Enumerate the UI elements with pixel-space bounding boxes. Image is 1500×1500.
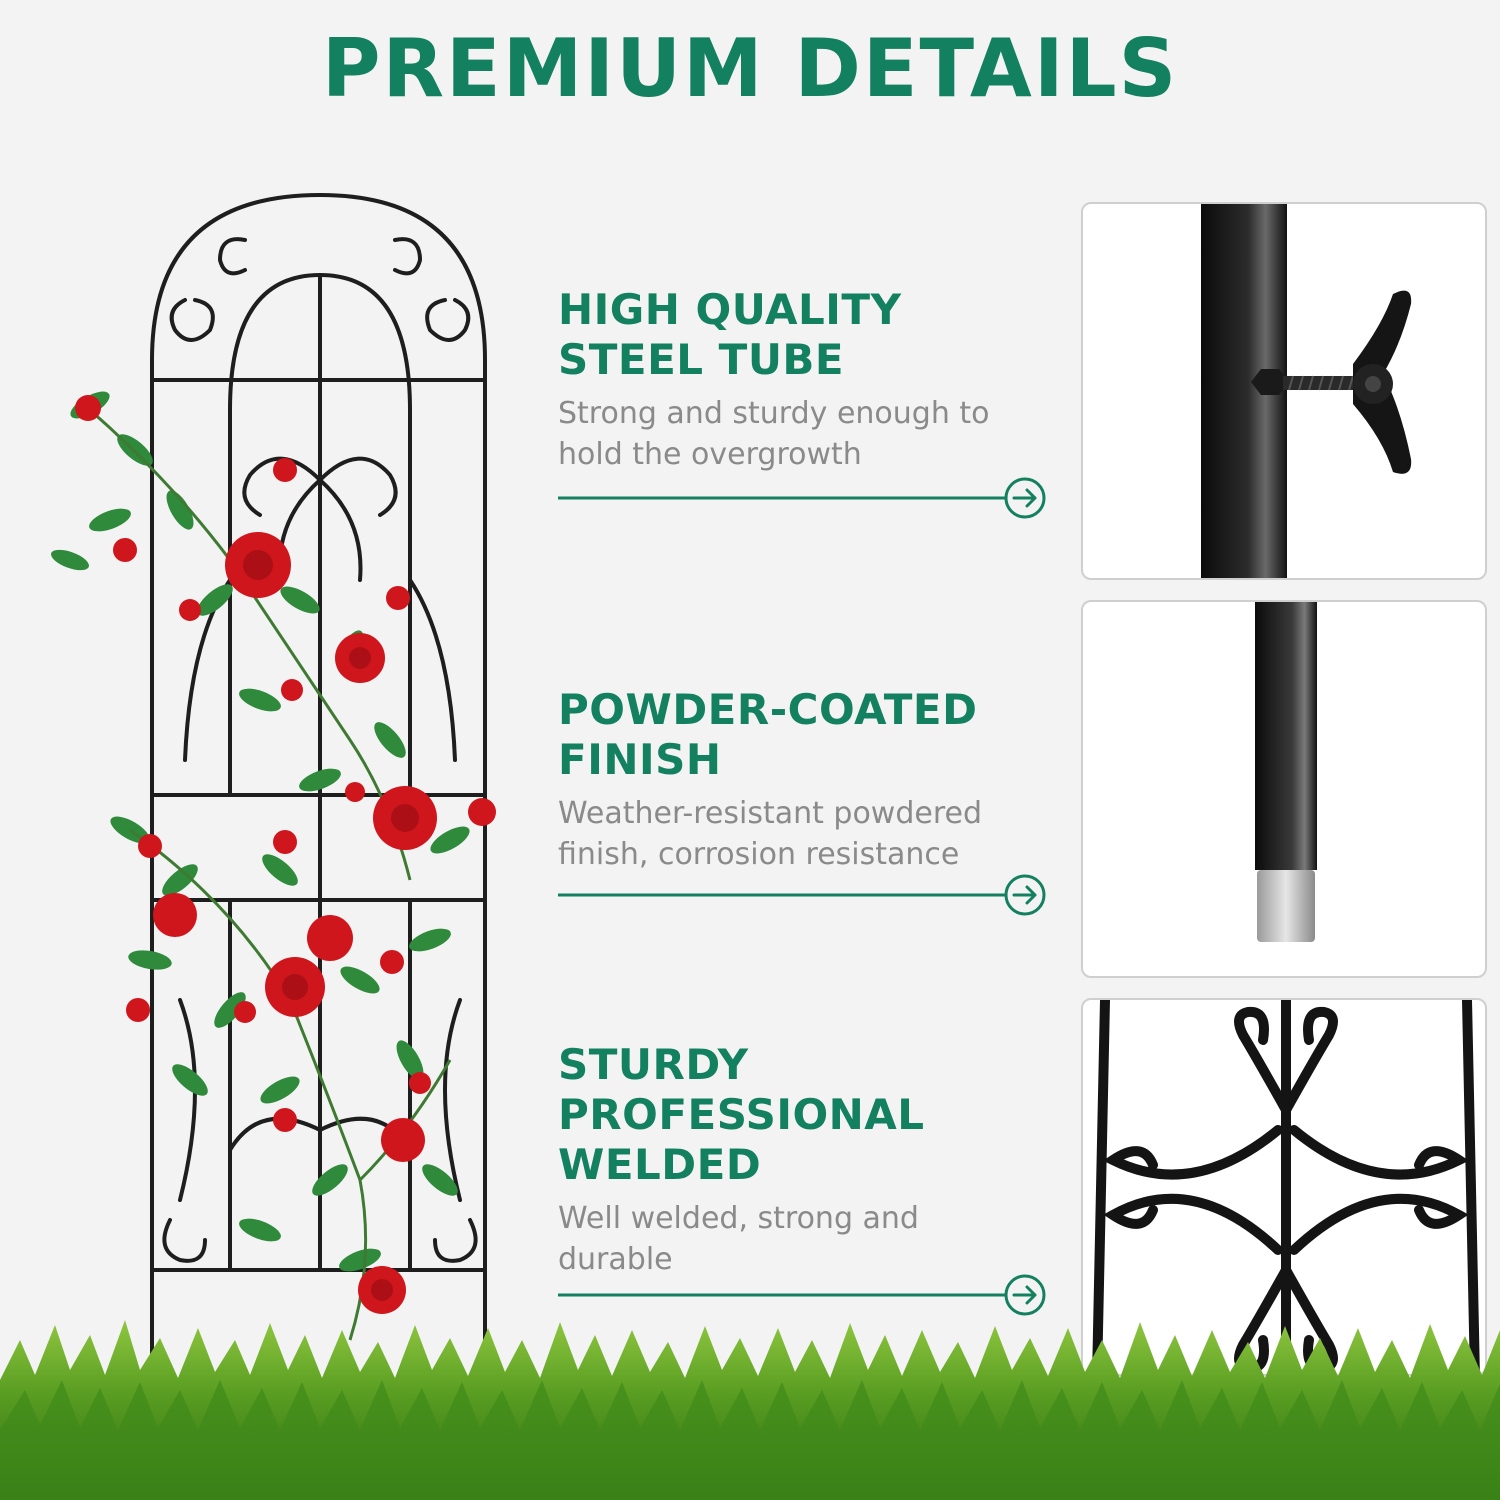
feature-description: Weather-resistant powdered finish, corro…	[558, 796, 983, 872]
feature-welded: STURDY PROFESSIONAL WELDED Well welded, …	[558, 1040, 1058, 1280]
feature-title: HIGH QUALITY STEEL TUBE	[558, 285, 902, 384]
feature-divider-arrow	[558, 874, 1046, 916]
feature-powder-coated: POWDER-COATED FINISH Weather-resistant p…	[558, 685, 1058, 875]
feature-description: Well welded, strong and durable	[558, 1201, 919, 1277]
detail-image-tube-wing-nut	[1081, 202, 1487, 580]
arrow-right-circle-icon[interactable]	[1004, 1274, 1046, 1316]
feature-description: Strong and sturdy enough to hold the ove…	[558, 396, 990, 472]
feature-title: STURDY PROFESSIONAL WELDED	[558, 1040, 925, 1189]
feature-divider-arrow	[558, 1274, 1046, 1316]
grass-background	[0, 1320, 1500, 1500]
arrow-right-circle-icon[interactable]	[1004, 874, 1046, 916]
detail-image-welded-scrolls	[1081, 998, 1487, 1376]
trellis-with-roses-image	[51, 192, 496, 1362]
page-title: PREMIUM DETAILS	[321, 22, 1179, 115]
feature-steel-tube: HIGH QUALITY STEEL TUBE Strong and sturd…	[558, 285, 1058, 475]
arrow-right-circle-icon[interactable]	[1004, 477, 1046, 519]
feature-title: POWDER-COATED FINISH	[558, 685, 978, 784]
feature-divider-arrow	[558, 477, 1046, 519]
detail-image-coated-tube-end	[1081, 600, 1487, 978]
